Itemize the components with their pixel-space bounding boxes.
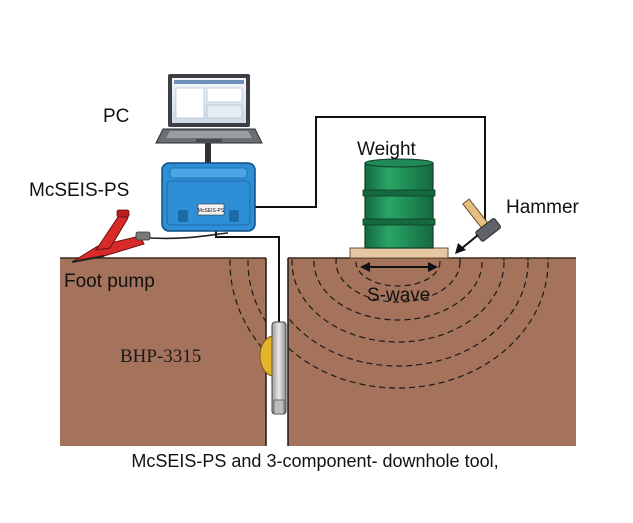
shear-direction-arrow [360, 262, 438, 272]
foot-pump-label: Foot pump [64, 271, 155, 292]
mcseis-ps-case: McSEIS-PS [161, 162, 256, 232]
sleeper-plank [349, 247, 449, 259]
s-wave-label: S-wave [367, 285, 430, 306]
hammer-label: Hammer [506, 197, 580, 218]
cables [149, 116, 486, 322]
weight-label: Weight [357, 139, 417, 160]
ground-right-block [288, 258, 576, 446]
downhole-probe [259, 321, 287, 415]
ground-left-block [60, 258, 266, 446]
s-wave-arcs-right [288, 258, 549, 389]
s-wave-arcs-left [229, 258, 266, 354]
pc-label: PC [103, 106, 129, 127]
figure-caption: McSEIS-PS and 3-component- downhole tool… [131, 451, 498, 471]
ground [60, 257, 576, 446]
borehole-label: BHP-3315 [120, 346, 201, 367]
mcseis-label: McSEIS-PS [29, 180, 129, 201]
device-badge [197, 203, 225, 216]
foot-pump [71, 209, 151, 263]
laptop-pc [155, 74, 263, 163]
device-badge-text: McSEIS-PS [198, 208, 225, 214]
hammer [455, 198, 501, 254]
weight-drum [349, 158, 449, 259]
probe-clamp [259, 335, 273, 377]
